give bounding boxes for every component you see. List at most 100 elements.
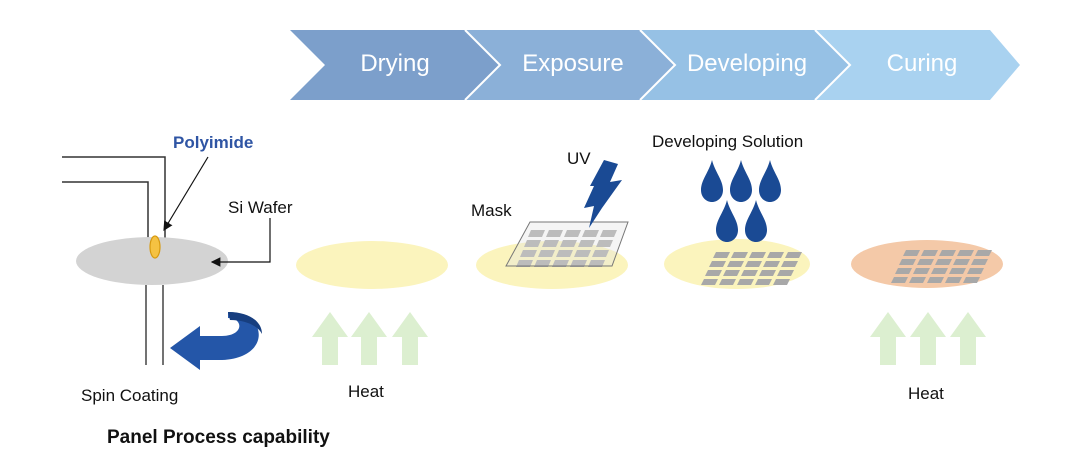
pattern-cell — [939, 250, 956, 256]
pattern-cell — [538, 250, 555, 257]
heat-arrow-icon — [312, 312, 428, 365]
pattern-cell — [895, 268, 912, 274]
pattern-cell — [542, 240, 559, 247]
pattern-cell — [552, 260, 569, 267]
mask-pattern — [516, 230, 617, 267]
chevron-developing — [640, 30, 850, 100]
chevron-exposure — [465, 30, 675, 100]
heat-label-curing: Heat — [908, 384, 944, 403]
pattern-cell — [931, 268, 948, 274]
chevron-separator — [464, 29, 502, 101]
pattern-cell — [574, 250, 591, 257]
pattern-cell — [763, 261, 780, 267]
pattern-cell — [731, 252, 748, 258]
uv-label: UV — [567, 149, 591, 168]
uv-lightning-icon — [584, 160, 622, 228]
developing-solution-label: Developing Solution — [652, 132, 804, 151]
step-label-drying: Drying — [360, 50, 430, 77]
pattern-cell — [546, 230, 563, 237]
curing-stage — [851, 240, 1003, 365]
polyimide-label: Polyimide — [173, 133, 254, 152]
pattern-cell — [709, 261, 726, 267]
pattern-cell — [701, 279, 718, 285]
pattern-cell — [975, 250, 992, 256]
chevron-separator — [814, 29, 852, 101]
chevron-curing — [815, 30, 1020, 100]
pattern-cell — [719, 279, 736, 285]
drying-stage — [296, 241, 448, 365]
pattern-cell — [596, 240, 613, 247]
pattern-cell — [891, 277, 908, 283]
pattern-cell — [516, 260, 533, 267]
photo-mask — [505, 221, 629, 267]
pattern-cell — [705, 270, 722, 276]
pattern-cell — [909, 277, 926, 283]
pattern-cell — [927, 277, 944, 283]
step-label-exposure: Exposure — [522, 50, 624, 77]
heat-label-drying: Heat — [348, 382, 384, 401]
chevron-separator — [639, 29, 677, 101]
process-chevrons — [290, 29, 1020, 101]
pattern-cell — [556, 250, 573, 257]
pattern-cell — [921, 250, 938, 256]
pattern-cell — [967, 268, 984, 274]
pattern-cell — [963, 277, 980, 283]
pattern-cell — [528, 230, 545, 237]
pattern-cell — [745, 261, 762, 267]
pattern-cell — [582, 230, 599, 237]
si-wafer-label: Si Wafer — [228, 198, 293, 217]
spin-arrow-icon — [170, 312, 262, 370]
pattern-cell — [785, 252, 802, 258]
pattern-cell — [777, 270, 794, 276]
cured-pattern — [891, 250, 992, 283]
dispense-tube-outer — [62, 156, 166, 238]
pattern-cell — [560, 240, 577, 247]
pattern-cell — [723, 270, 740, 276]
heat-arrow-icon — [870, 312, 986, 365]
si-wafer — [76, 237, 228, 285]
pattern-cell — [737, 279, 754, 285]
pattern-cell — [917, 259, 934, 265]
developed-pattern — [701, 252, 802, 285]
si-wafer-pointer — [210, 218, 271, 267]
pattern-cell — [592, 250, 609, 257]
pattern-cell — [534, 260, 551, 267]
coated-wafer — [296, 241, 448, 289]
pattern-cell — [773, 279, 790, 285]
pattern-cell — [741, 270, 758, 276]
pattern-cell — [945, 277, 962, 283]
pattern-cell — [935, 259, 952, 265]
mask-label: Mask — [471, 201, 512, 220]
pattern-cell — [971, 259, 988, 265]
pattern-cell — [913, 268, 930, 274]
coated-wafer — [476, 241, 628, 289]
pattern-cell — [727, 261, 744, 267]
pattern-cell — [570, 260, 587, 267]
exposure-stage — [476, 160, 629, 289]
pattern-cell — [749, 252, 766, 258]
spin-coating-label: Spin Coating — [81, 386, 179, 405]
pattern-cell — [524, 240, 541, 247]
pattern-cell — [520, 250, 537, 257]
pattern-cell — [957, 250, 974, 256]
polyimide-pointer — [163, 156, 209, 232]
pattern-cell — [600, 230, 617, 237]
step-label-developing: Developing — [686, 50, 808, 77]
developing-stage — [664, 160, 810, 289]
pattern-cell — [767, 252, 784, 258]
pattern-cell — [781, 261, 798, 267]
spin-coating-stage — [62, 156, 271, 370]
pattern-cell — [564, 230, 581, 237]
droplet-icon — [701, 160, 781, 242]
dispense-tube-inner — [62, 181, 149, 238]
pattern-cell — [903, 250, 920, 256]
pattern-cell — [713, 252, 730, 258]
polyimide-drop — [149, 235, 161, 259]
pattern-cell — [755, 279, 772, 285]
pattern-cell — [588, 260, 605, 267]
pattern-cell — [759, 270, 776, 276]
pattern-cell — [949, 268, 966, 274]
step-label-curing: Curing — [886, 50, 958, 77]
